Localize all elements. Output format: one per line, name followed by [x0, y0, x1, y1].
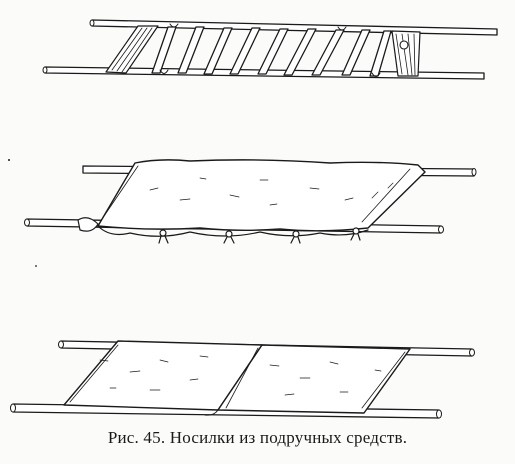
- tie: [158, 229, 169, 244]
- blanket: [77, 159, 426, 237]
- crossbars: [151, 26, 392, 77]
- figure-caption: Рис. 45. Носилки из подручных средств.: [107, 428, 408, 447]
- stretcher-illustration: [8, 19, 498, 419]
- sack-right: [217, 344, 411, 414]
- end-brace-left: [105, 25, 159, 74]
- tie: [290, 230, 301, 244]
- lashing-knots: [159, 23, 381, 77]
- tie: [223, 230, 235, 244]
- ladder-stretcher: [42, 19, 498, 80]
- sack-stretcher: [10, 340, 475, 419]
- blanket-stretcher: [24, 159, 477, 244]
- end-brace-right: [391, 30, 421, 77]
- blanket-ties: [158, 227, 361, 244]
- tie: [350, 227, 361, 241]
- print-specks: [8, 159, 37, 267]
